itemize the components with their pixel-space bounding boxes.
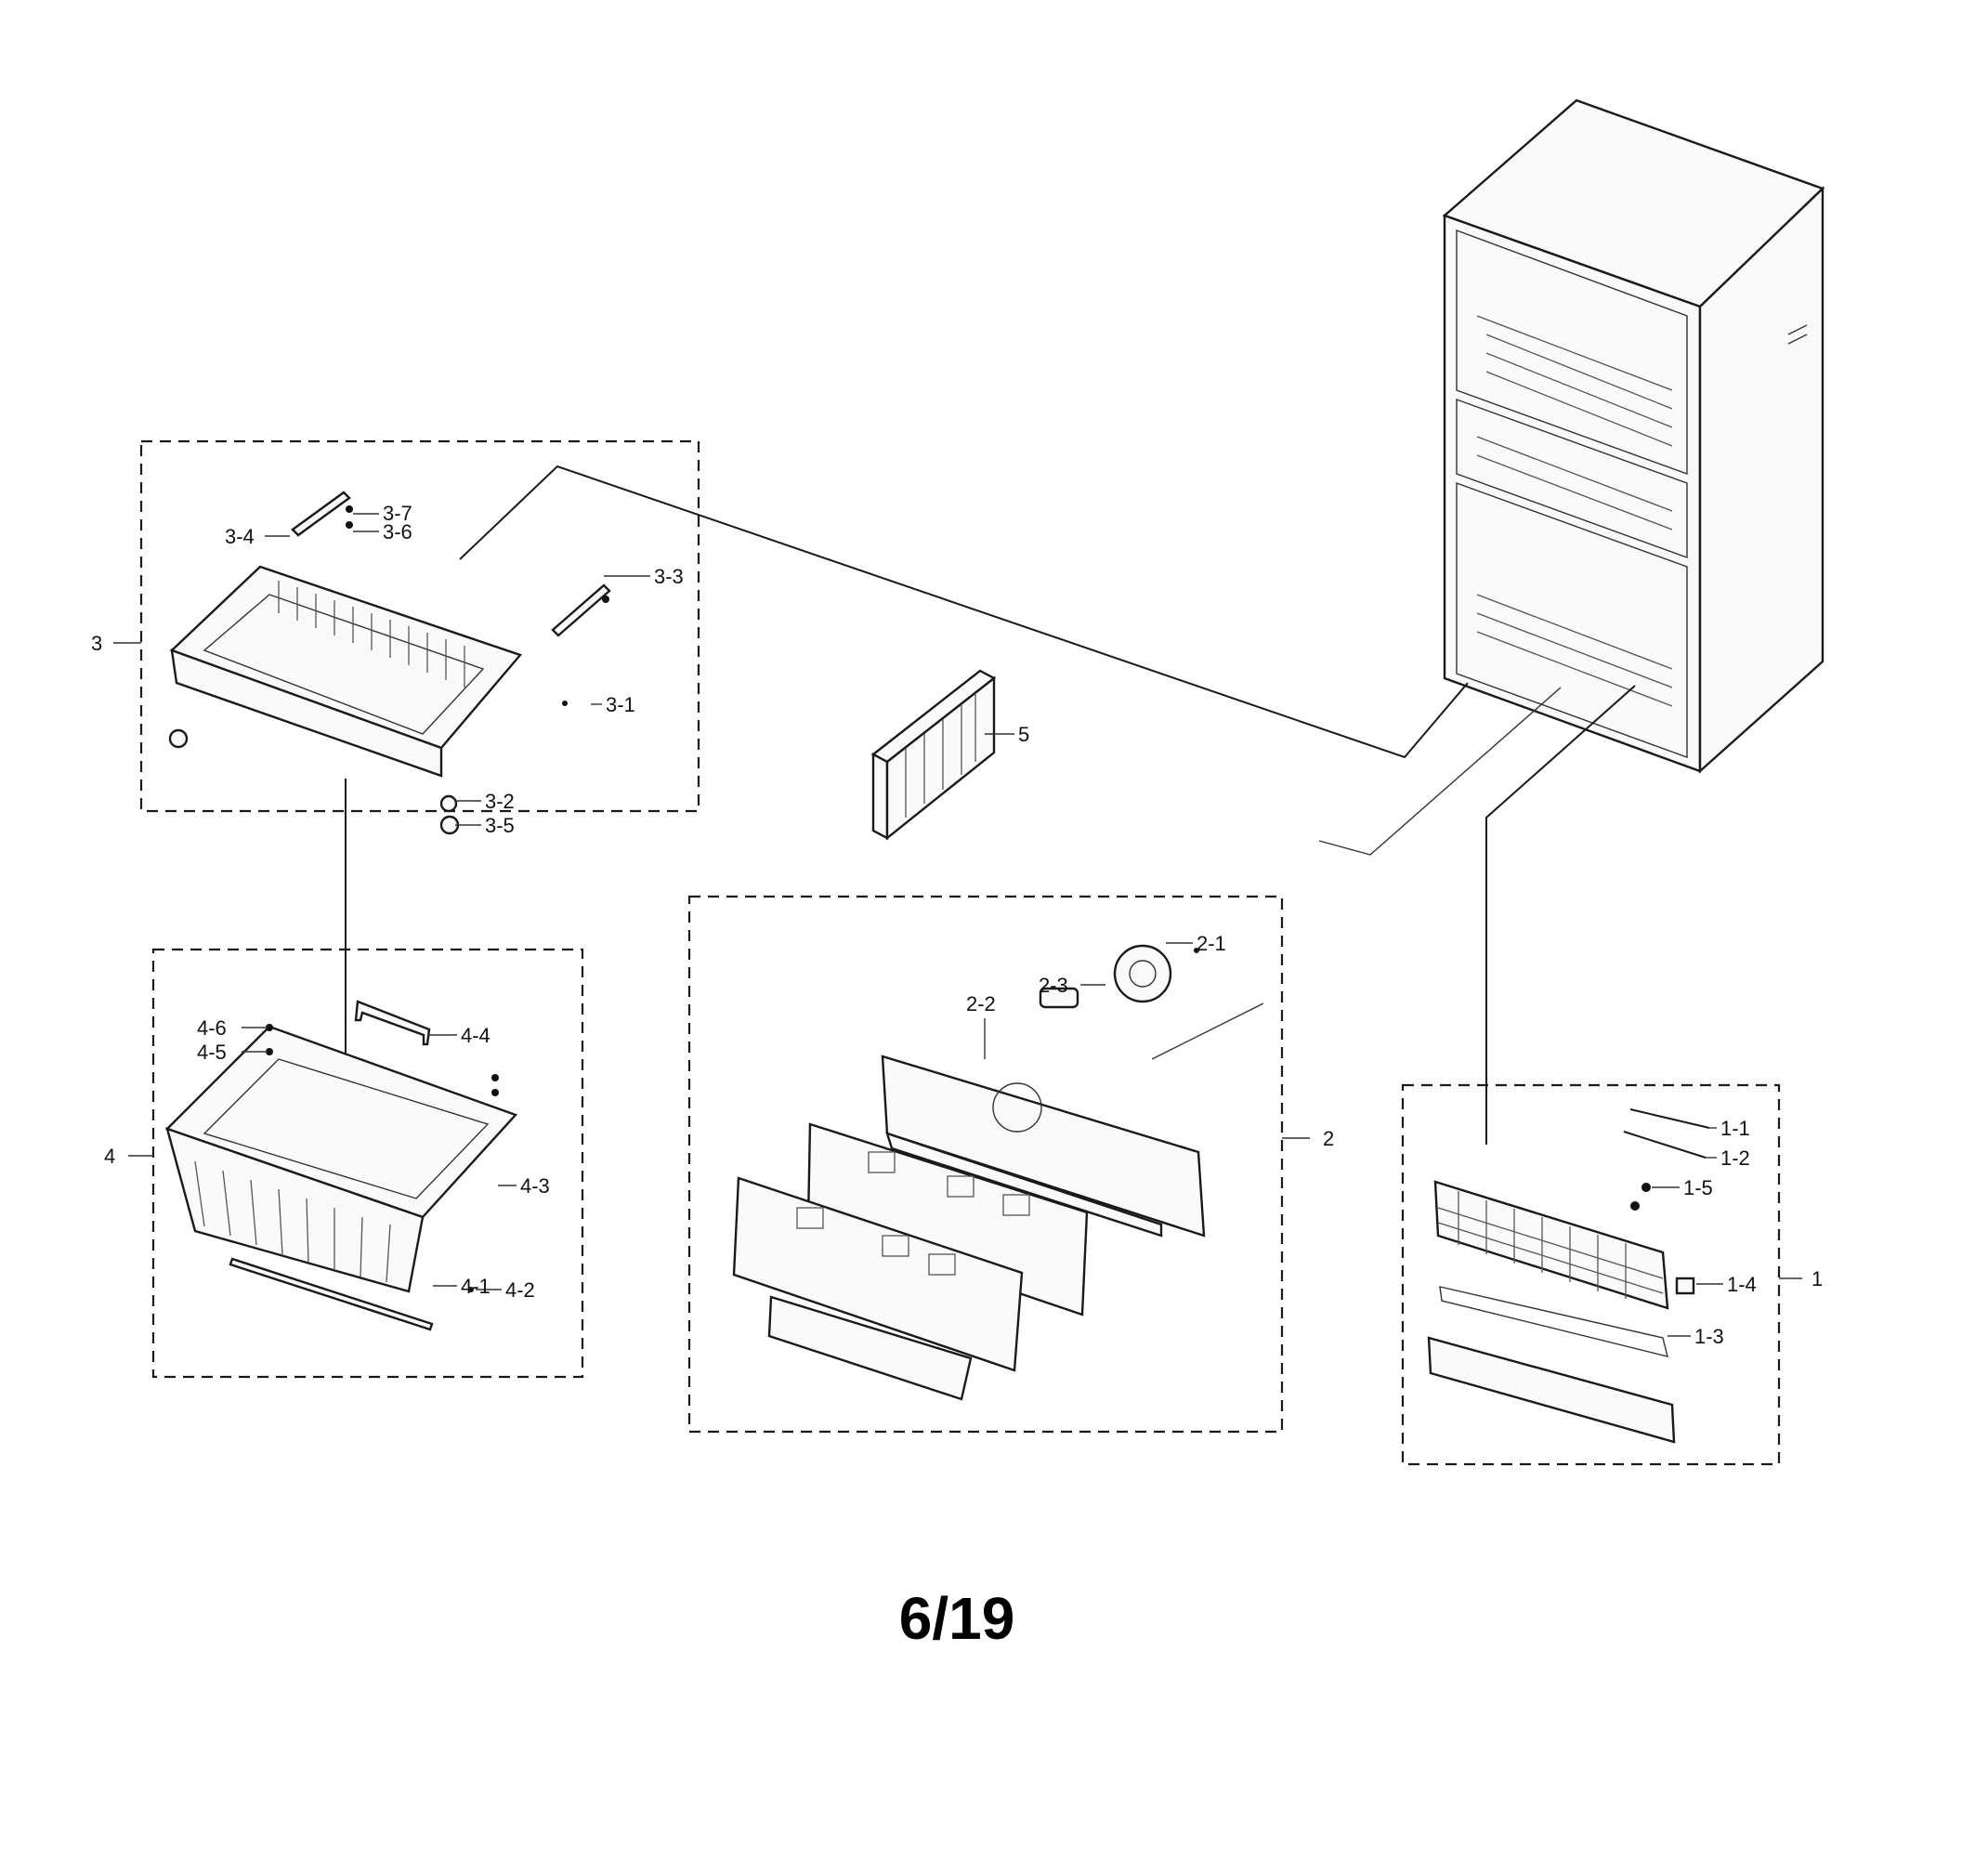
leader-lines bbox=[345, 465, 1636, 1145]
label-2-1: 2-1 bbox=[1197, 932, 1226, 955]
label-3-2: 3-2 bbox=[485, 790, 515, 813]
assembly-2-boundary bbox=[687, 895, 1284, 1434]
assembly-3-group bbox=[139, 439, 700, 835]
label-1-4: 1-4 bbox=[1727, 1273, 1757, 1296]
label-part-5: 5 bbox=[1018, 723, 1029, 746]
label-3-5: 3-5 bbox=[485, 814, 515, 837]
label-3-6: 3-6 bbox=[383, 520, 412, 544]
part-5-drawing bbox=[870, 669, 997, 841]
label-2-2: 2-2 bbox=[966, 992, 996, 1015]
assembly-3-boundary bbox=[139, 439, 700, 813]
assembly-4-group bbox=[151, 948, 584, 1379]
assembly-4-boundary bbox=[151, 948, 584, 1379]
label-4-5: 4-5 bbox=[197, 1041, 227, 1064]
label-assembly-1: 1 bbox=[1811, 1267, 1823, 1290]
label-4-4: 4-4 bbox=[461, 1024, 490, 1047]
page-number: 6/19 bbox=[899, 1585, 1015, 1652]
label-assembly-3: 3 bbox=[91, 632, 102, 655]
label-4-3: 4-3 bbox=[520, 1174, 550, 1198]
label-4-1: 4-1 bbox=[461, 1275, 490, 1298]
callout-ticks bbox=[113, 513, 1802, 1337]
assembly-2-group bbox=[687, 895, 1284, 1434]
label-2-3: 2-3 bbox=[1039, 974, 1068, 997]
label-3-1: 3-1 bbox=[606, 693, 635, 716]
label-3-7: 3-7 bbox=[383, 502, 412, 525]
assembly-1-boundary bbox=[1401, 1083, 1781, 1466]
label-4-6: 4-6 bbox=[197, 1016, 227, 1040]
label-assembly-2: 2 bbox=[1323, 1127, 1334, 1150]
label-1-2: 1-2 bbox=[1720, 1146, 1750, 1170]
label-3-3: 3-3 bbox=[654, 565, 684, 588]
refrigerator-cabinet bbox=[1442, 98, 1825, 774]
assembly-1-group bbox=[1401, 1083, 1781, 1466]
label-1-1: 1-1 bbox=[1720, 1117, 1750, 1140]
label-4-2: 4-2 bbox=[505, 1278, 535, 1302]
label-1-5: 1-5 bbox=[1683, 1176, 1713, 1199]
label-1-3: 1-3 bbox=[1694, 1325, 1724, 1348]
label-3-4: 3-4 bbox=[225, 525, 255, 548]
label-assembly-4: 4 bbox=[104, 1145, 115, 1168]
callout-labels: 3 4 2 1 5 3-1 3-2 3-3 3-4 3-5 3-6 3-7 4-… bbox=[91, 502, 1823, 1348]
